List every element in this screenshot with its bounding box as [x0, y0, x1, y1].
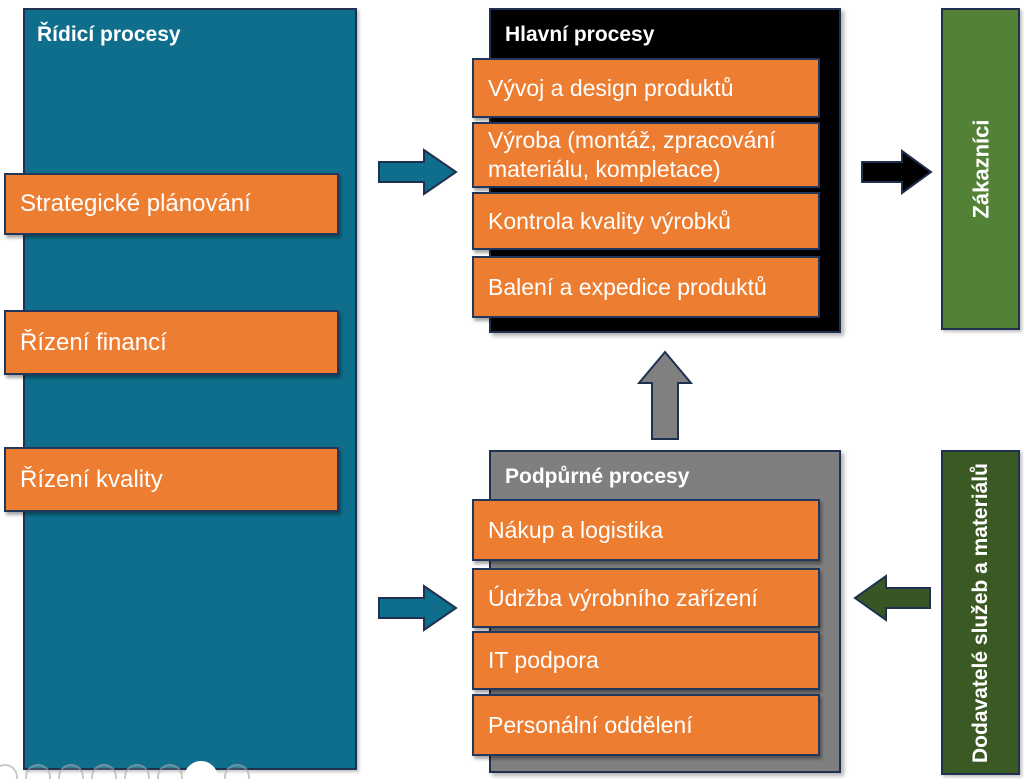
process-label: Personální oddělení	[488, 711, 693, 738]
partial-circle-icon	[157, 764, 183, 779]
partial-circle-icon	[224, 764, 250, 779]
process-box-product-development: Vývoj a design produktů	[472, 58, 820, 118]
arrow-main-to-customers	[861, 149, 933, 195]
process-label: Vývoj a design produktů	[488, 74, 734, 101]
process-box-production: Výroba (montáž, zpracování materiálu, ko…	[472, 122, 820, 188]
process-box-hr-department: Personální oddělení	[472, 694, 820, 756]
arrow-management-to-main	[378, 148, 458, 196]
customers-label: Zákazníci	[967, 119, 993, 219]
arrow-suppliers-to-support	[853, 574, 931, 622]
process-label: Údržba výrobního zařízení	[488, 584, 758, 611]
arrow-management-to-support	[378, 584, 458, 632]
partial-circle-icon	[0, 764, 18, 779]
process-label: Nákup a logistika	[488, 516, 664, 543]
partial-circle-icon	[25, 764, 51, 779]
bottom-icon-row	[0, 761, 272, 779]
suppliers-label: Dodavatelé služeb a materiálů	[968, 462, 992, 763]
arrow-support-to-main	[637, 350, 693, 440]
process-label: IT podpora	[488, 647, 599, 674]
process-label: Kontrola kvality výrobků	[488, 207, 731, 234]
partial-circle-icon	[124, 764, 150, 779]
process-label: Balení a expedice produktů	[488, 273, 767, 300]
management-processes-title: Řídicí procesy	[37, 23, 181, 46]
process-box-purchasing-logistics: Nákup a logistika	[472, 499, 820, 561]
suppliers-panel: Dodavatelé služeb a materiálů	[941, 450, 1020, 775]
process-box-quality-control: Kontrola kvality výrobků	[472, 192, 820, 250]
customers-panel: Zákazníci	[941, 8, 1020, 330]
partial-circle-icon-solid	[184, 761, 218, 779]
partial-circle-icon	[91, 764, 117, 779]
process-box-finance-management: Řízení financí	[4, 310, 339, 375]
main-processes-title: Hlavní procesy	[505, 23, 655, 46]
process-label: Strategické plánování	[20, 190, 251, 217]
partial-circle-icon	[58, 764, 84, 779]
process-label: Řízení kvality	[20, 465, 163, 493]
process-box-strategic-planning: Strategické plánování	[4, 173, 339, 235]
management-processes-panel: Řídicí procesy	[23, 8, 357, 770]
process-box-equipment-maintenance: Údržba výrobního zařízení	[472, 568, 820, 628]
process-box-packaging-shipping: Balení a expedice produktů	[472, 256, 820, 318]
process-label: Řízení financí	[20, 328, 167, 356]
process-label: Výroba (montáž, zpracování materiálu, ko…	[488, 127, 776, 182]
process-box-it-support: IT podpora	[472, 631, 820, 690]
process-box-quality-management: Řízení kvality	[4, 447, 339, 512]
support-processes-title: Podpůrné procesy	[505, 465, 690, 488]
